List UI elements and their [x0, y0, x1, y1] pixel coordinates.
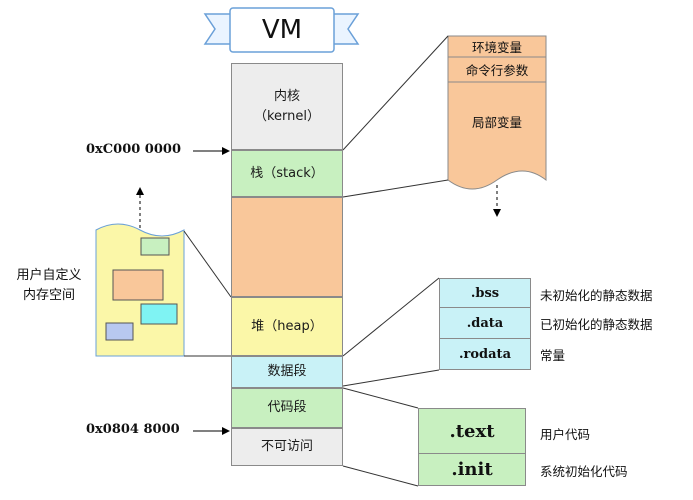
stack-detail-args: 命令行参数 — [465, 63, 529, 78]
data-detail-data: .data — [439, 308, 531, 339]
heap-callout-label: 用户自定义 内存空间 — [16, 268, 82, 303]
segment-free-space — [231, 197, 343, 297]
segment-no-access-label: 不可访问 — [260, 439, 313, 454]
stack-detail-env: 环境变量 — [471, 40, 522, 55]
segment-stack-label: 栈（stack） — [250, 165, 324, 181]
address-bottom: 0x0804 8000 — [86, 422, 180, 437]
segment-kernel: 内核 （kernel） — [231, 63, 343, 150]
data-note-rodata: 常量 — [540, 348, 566, 363]
banner-ribbon — [203, 7, 360, 53]
address-top: 0xC000 0000 — [86, 142, 181, 157]
segment-heap-label: 堆（heap） — [251, 318, 323, 334]
segment-data-label: 数据段 — [267, 364, 307, 379]
data-note-data: 已初始化的静态数据 — [540, 317, 653, 332]
data-detail-bss: .bss — [439, 278, 531, 308]
code-detail-init: .init — [418, 454, 526, 486]
segment-code: 代码段 — [231, 388, 343, 428]
stack-detail-panel — [447, 35, 547, 190]
data-note-bss: 未初始化的静态数据 — [540, 288, 653, 303]
diagram-title: VM — [261, 15, 303, 45]
segment-kernel-label: 内核 （kernel） — [253, 88, 321, 124]
code-note-text: 用户代码 — [540, 427, 591, 442]
segment-code-label: 代码段 — [267, 400, 307, 415]
stack-detail-locals: 局部变量 — [471, 114, 522, 130]
segment-no-access: 不可访问 — [231, 428, 343, 466]
code-detail-text: .text — [418, 408, 526, 454]
code-note-init: 系统初始化代码 — [540, 464, 628, 479]
segment-heap: 堆（heap） — [231, 297, 343, 356]
segment-stack: 栈（stack） — [231, 150, 343, 197]
segment-data: 数据段 — [231, 356, 343, 388]
data-detail-rodata: .rodata — [439, 339, 531, 370]
